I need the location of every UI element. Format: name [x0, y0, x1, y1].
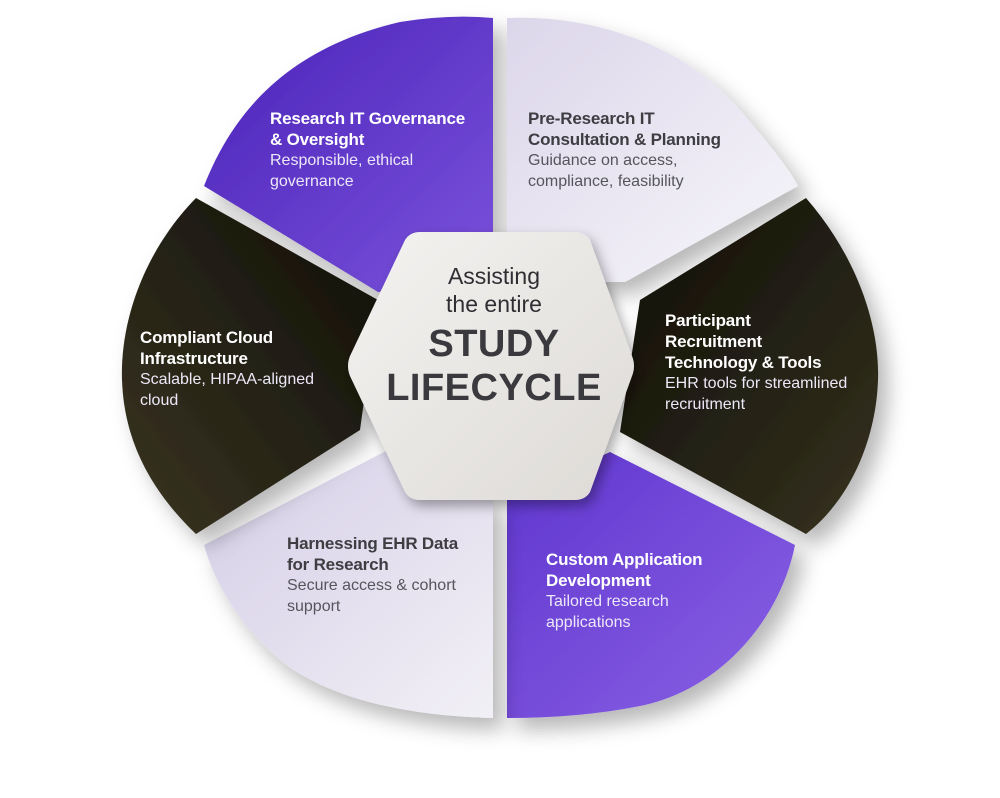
segment-title: Custom Application	[546, 550, 703, 569]
segment-description: Secure access & cohort	[287, 577, 456, 594]
segment-description: applications	[546, 614, 631, 631]
segment-ehr-data	[204, 450, 493, 718]
segment-title: Consultation & Planning	[528, 130, 721, 149]
center-hexagon	[348, 232, 634, 500]
segment-title: Compliant Cloud	[140, 328, 273, 347]
segment-title: Harnessing EHR Data	[287, 534, 458, 553]
segment-title: Pre-Research IT	[528, 109, 655, 128]
segment-title: Infrastructure	[140, 349, 248, 368]
segment-description: compliance, feasibility	[528, 173, 684, 190]
segment-custom-app	[507, 452, 795, 718]
segment-title: & Oversight	[270, 130, 365, 149]
segment-title: Participant	[665, 311, 751, 330]
segment-ehr-data-text: Harnessing EHR Data for Research Secure …	[287, 533, 458, 617]
center-label: Assisting the entire STUDY LIFECYCLE	[378, 262, 610, 410]
segment-cloud-text: Compliant Cloud Infrastructure Scalable,…	[140, 327, 314, 411]
segment-description: Responsible, ethical	[270, 152, 414, 169]
hub-title-line1: STUDY	[428, 323, 560, 365]
segment-title: Development	[546, 571, 651, 590]
segment-title: Research IT Governance	[270, 109, 465, 128]
segment-consultation-text: Pre-Research IT Consultation & Planning …	[528, 108, 721, 192]
segment-description: Scalable, HIPAA-aligned	[140, 371, 315, 388]
segment-governance	[204, 16, 493, 293]
segment-recruitment	[620, 198, 879, 534]
segment-title: Recruitment	[665, 332, 762, 351]
segment-consultation	[507, 17, 798, 283]
hub-subtitle-line1: Assisting	[447, 263, 541, 289]
segment-description: Guidance on access,	[528, 152, 678, 169]
segment-custom-app-text: Custom Application Development Tailored …	[546, 549, 703, 633]
segment-description: cloud	[140, 392, 179, 409]
segment-description: EHR tools for streamlined	[665, 375, 848, 392]
segment-title: for Research	[287, 555, 389, 574]
segment-description: governance	[270, 173, 354, 190]
segment-description: support	[287, 598, 341, 615]
segment-governance-text: Research IT Governance & Oversight Respo…	[270, 108, 465, 192]
hub-subtitle-line2: the entire	[446, 291, 542, 317]
segment-description: recruitment	[665, 396, 746, 413]
segment-description: Tailored research	[546, 593, 669, 610]
segment-cloud	[121, 198, 378, 534]
hub-title-line2: LIFECYCLE	[386, 367, 602, 409]
segment-recruitment-text: Participant Recruitment Technology & Too…	[665, 310, 847, 415]
segment-title: Technology & Tools	[665, 353, 822, 372]
